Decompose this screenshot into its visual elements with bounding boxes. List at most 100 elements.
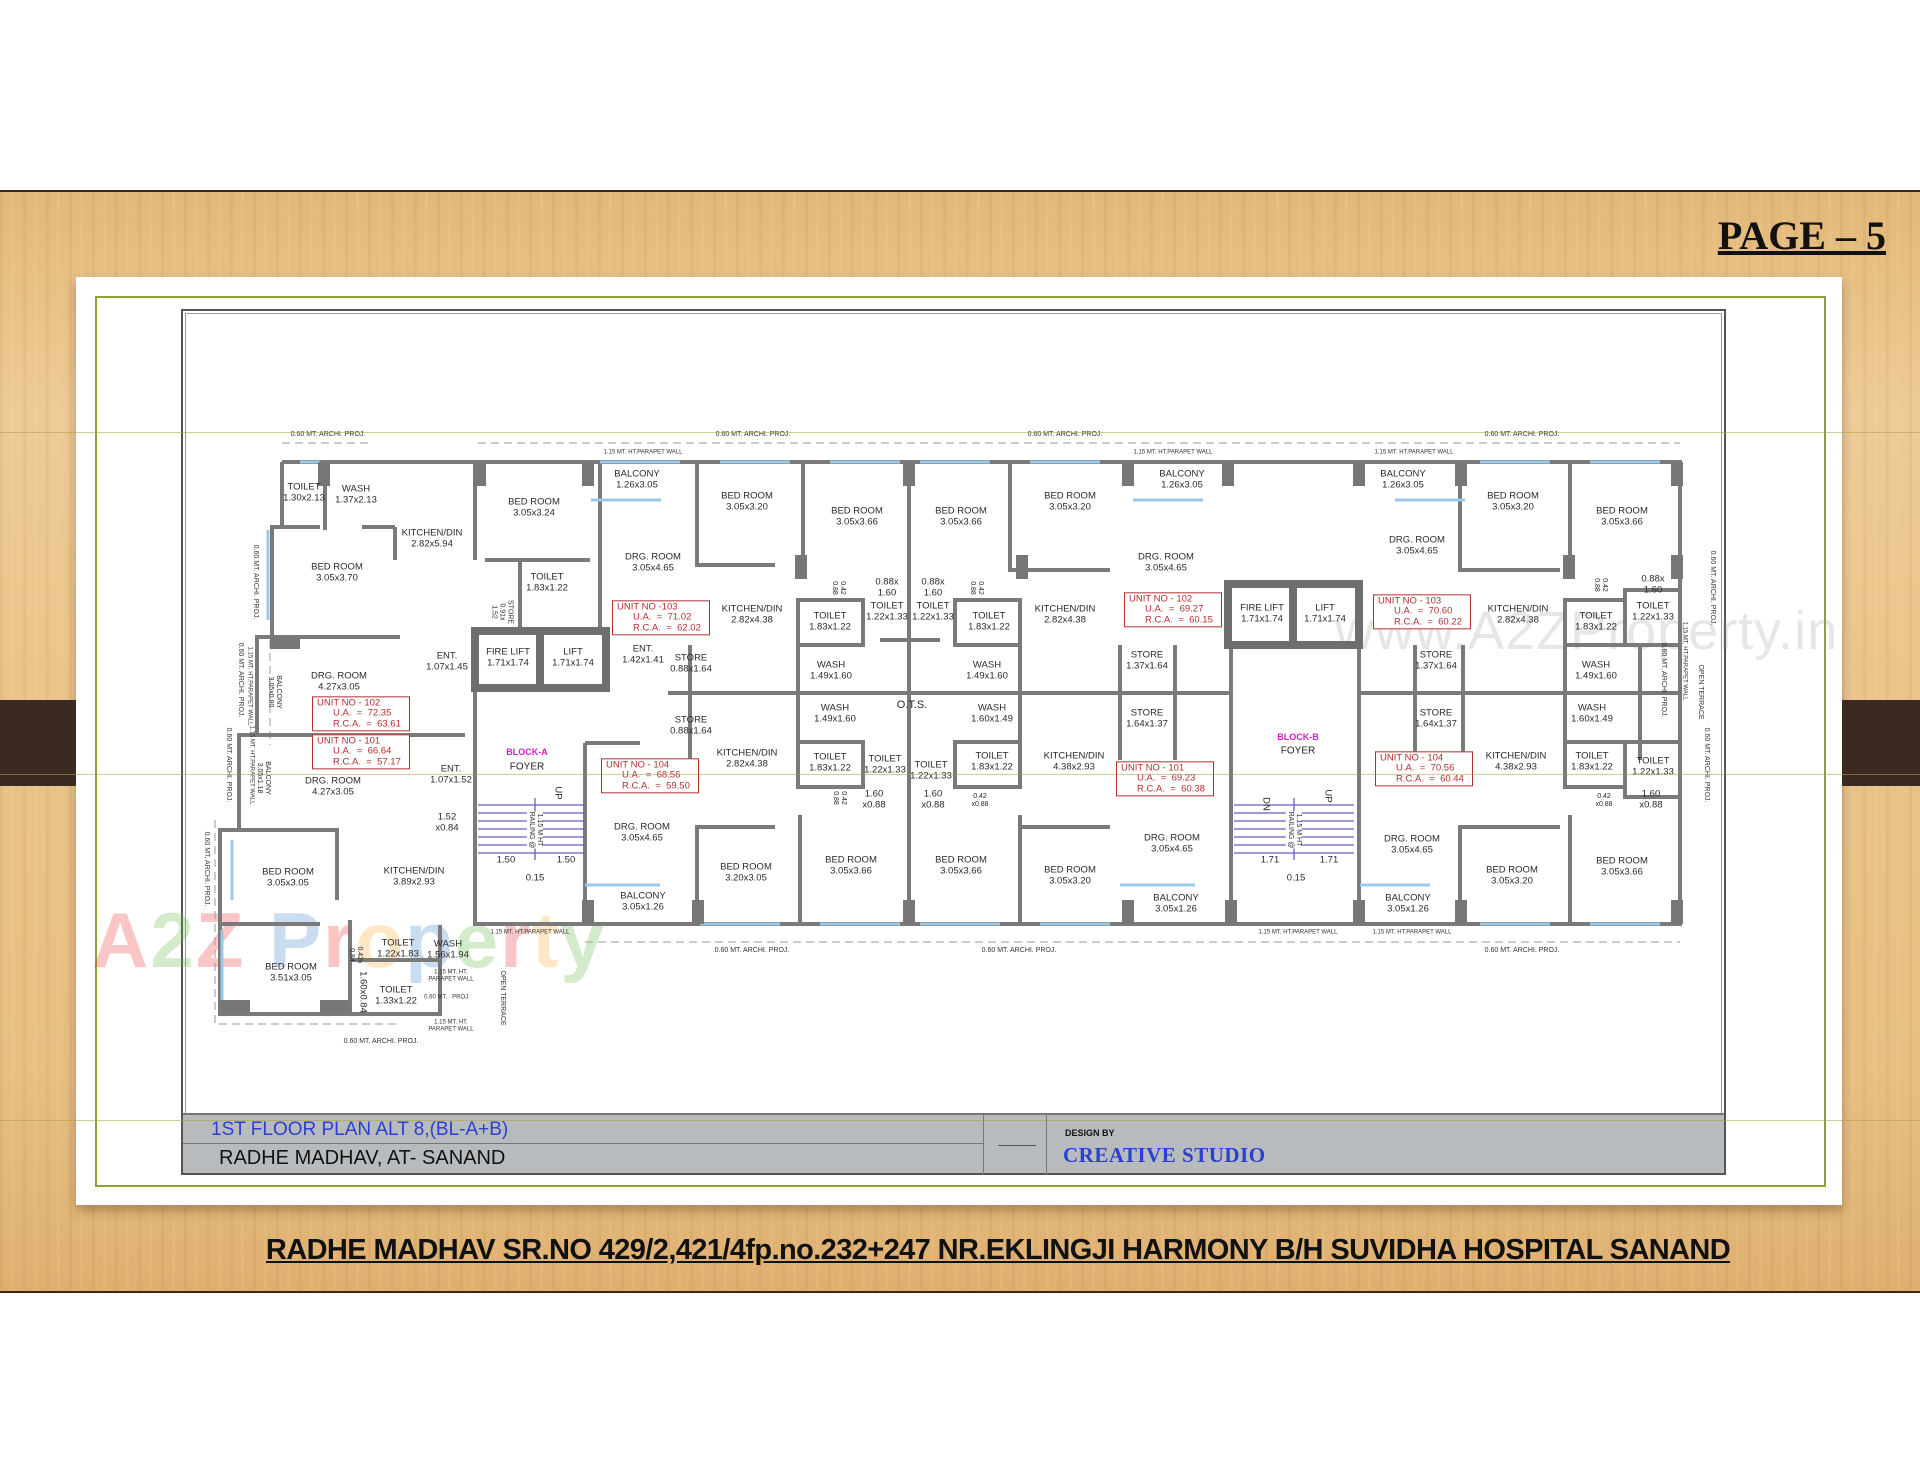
- room-label: TOILET 1.83x1.22: [1575, 610, 1617, 632]
- room-label: STORE 0.88x1.64: [670, 714, 712, 736]
- unit-rca: R.C.A. = 60.22: [1394, 616, 1462, 628]
- block-a-label: BLOCK-A: [506, 747, 548, 757]
- room-label: O.T.S.: [896, 698, 928, 711]
- guide-line: [0, 432, 1920, 433]
- room-label: TOILET 1.83x1.22: [971, 750, 1013, 772]
- unit-rca: R.C.A. = 59.50: [622, 780, 690, 792]
- block-b-label: BLOCK-B: [1277, 732, 1319, 742]
- room-label: ENT. 1.07x1.52: [430, 763, 472, 785]
- title-dash: [998, 1145, 1036, 1146]
- room-label: 1.52 x0.84: [435, 811, 459, 833]
- room-label: BALCONY 1.26x3.05: [614, 468, 660, 490]
- room-label: 0.88x 1.60: [1641, 573, 1665, 595]
- room-label: BED ROOM 3.05x3.70: [311, 561, 363, 583]
- room-label: KITCHEN/DIN 3.89x2.93: [383, 865, 445, 887]
- room-label: KITCHEN/DIN 2.82x4.38: [716, 747, 778, 769]
- unit-number: UNIT NO - 102: [1129, 593, 1193, 605]
- room-label: 0.42 0.88: [832, 791, 847, 805]
- columns: [220, 462, 1683, 1012]
- note-label: 0.60 MT. ARCHI. PROJ.: [714, 947, 790, 955]
- unit-rca: R.C.A. = 57.17: [333, 756, 401, 768]
- room-label: BED ROOM 3.05x3.20: [721, 490, 773, 512]
- room-label: WASH 1.49x1.60: [810, 659, 852, 681]
- room-label: WASH 1.56x1.94: [427, 938, 469, 960]
- note-label: 0.60 MT. ARCHI. PROJ.: [290, 431, 366, 439]
- room-label: BED ROOM 3.51x3.05: [265, 961, 317, 983]
- note-label: 0.60 MT. ARCHI. PROJ.: [1659, 642, 1667, 718]
- room-label: 0.42 0.88: [1593, 578, 1608, 592]
- room-label: DRG. ROOM 3.05x4.65: [1384, 833, 1440, 855]
- title-divider: [183, 1143, 983, 1144]
- unit-ua: U.A. = 71.02: [633, 611, 692, 623]
- room-label: KITCHEN/DIN 2.82x4.38: [1487, 603, 1549, 625]
- page-number: PAGE – 5: [1717, 213, 1886, 258]
- note-label: 0.60 MT. ARCHI. PROJ.: [1484, 947, 1560, 955]
- unit-ua: U.A. = 68.56: [622, 769, 681, 781]
- room-label: BALCONY 3.05x1.18: [256, 761, 271, 795]
- unit-rca: R.C.A. = 63.61: [333, 718, 401, 730]
- room-label: BED ROOM 3.05x3.05: [262, 866, 314, 888]
- room-label: STORE 1.64x1.37: [1126, 707, 1168, 729]
- stair-up-label: UP: [1322, 789, 1334, 803]
- note-label: 0.60 MT. ARCHI. PROJ.: [715, 431, 791, 439]
- note-label: 0.60 MT. ARCHI. PROJ.: [343, 1038, 419, 1046]
- sheet-border: [95, 296, 1826, 1187]
- unit-number: UNIT NO - 104: [1380, 752, 1444, 764]
- room-label: BED ROOM 3.05x3.66: [935, 505, 987, 527]
- unit-number: UNIT NO - 103: [1378, 595, 1442, 607]
- title-divider: [1046, 1115, 1047, 1175]
- room-label: BED ROOM 3.05x3.66: [825, 854, 877, 876]
- unit-ua: U.A. = 70.60: [1394, 605, 1453, 617]
- room-label: KITCHEN/DIN 2.82x5.94: [401, 527, 463, 549]
- room-label: KITCHEN/DIN 4.38x2.93: [1043, 750, 1105, 772]
- room-label: TOILET 1.33x1.22: [375, 984, 417, 1006]
- room-label: TOILET 1.22x1.33: [866, 600, 908, 622]
- note-label: 0.60 MT. ARCHI. PROJ.: [1027, 431, 1103, 439]
- room-label: BED ROOM 3.05x3.66: [935, 854, 987, 876]
- stair-width-label: 1.50: [496, 854, 516, 866]
- room-label: TOILET 1.22x1.33: [910, 759, 952, 781]
- room-label: ENT. 1.42x1.41: [622, 643, 664, 665]
- design-by-label: DESIGN BY: [1065, 1128, 1115, 1138]
- note-label: 1.15 MT. HT.PARAPET WALL: [248, 725, 255, 805]
- room-label: BED ROOM 3.05x3.24: [508, 496, 560, 518]
- room-label: 0.42 x0.88: [1595, 793, 1613, 808]
- note-label: 0.60 MT. ARCHI. PROJ.: [981, 947, 1057, 955]
- room-label: 0.42 0.88: [969, 581, 984, 595]
- stair-down-label: DN: [1260, 797, 1272, 811]
- stair-gap-label: 0.15: [1286, 872, 1306, 884]
- unit-number: UNIT NO - 104: [606, 759, 670, 771]
- room-label: 0.42x 0.84: [348, 946, 363, 964]
- guide-line: [0, 774, 1920, 775]
- title-divider: [983, 1115, 984, 1175]
- stair-gap-label: 0.15: [525, 872, 545, 884]
- room-label: ENT. 1.07x1.45: [426, 650, 468, 672]
- room-label: 0.42 x0.88: [971, 793, 989, 808]
- unit-number: UNIT NO - 101: [317, 735, 381, 747]
- room-label: WASH 1.37x2.13: [335, 483, 377, 505]
- room-label: BED ROOM 3.05x3.20: [1044, 490, 1096, 512]
- stair-width-label: 1.71: [1319, 854, 1339, 866]
- room-label: TOILET 1.30x2.13: [283, 481, 325, 503]
- note-label: 0.60 MT. ARCHI. PROJ.: [224, 727, 232, 803]
- note-label: 1.15 MT. HT.PARAPET WALL: [1258, 929, 1338, 936]
- room-label: DRG. ROOM 3.05x4.65: [1144, 832, 1200, 854]
- note-label: 1.15 MT. HT. PARAPET WALL: [428, 969, 474, 982]
- room-label: BALCONY 3.05x1.26: [620, 890, 666, 912]
- project-name: RADHE MADHAV, AT- SANAND: [219, 1147, 506, 1169]
- note-label: 0.60 MT. ARCHI. PROJ.: [1708, 550, 1716, 626]
- room-label: STORE 0.91x 1.52: [491, 600, 514, 624]
- unit-rca: R.C.A. = 60.44: [1396, 773, 1464, 785]
- room-label: BED ROOM 3.05x3.20: [1486, 864, 1538, 886]
- unit-ua: U.A. = 69.27: [1145, 603, 1204, 615]
- room-label: BALCONY 3.05x1.26: [1385, 892, 1431, 914]
- note-label: 0.60 MT. ARCHI. PROJ.: [1484, 431, 1560, 439]
- room-label: LIFT 1.71x1.74: [1304, 602, 1346, 624]
- room-label: BED ROOM 3.20x3.05: [720, 861, 772, 883]
- stair-width-label: 1.50: [556, 854, 576, 866]
- room-label: DRG. ROOM 3.05x4.65: [1389, 534, 1445, 556]
